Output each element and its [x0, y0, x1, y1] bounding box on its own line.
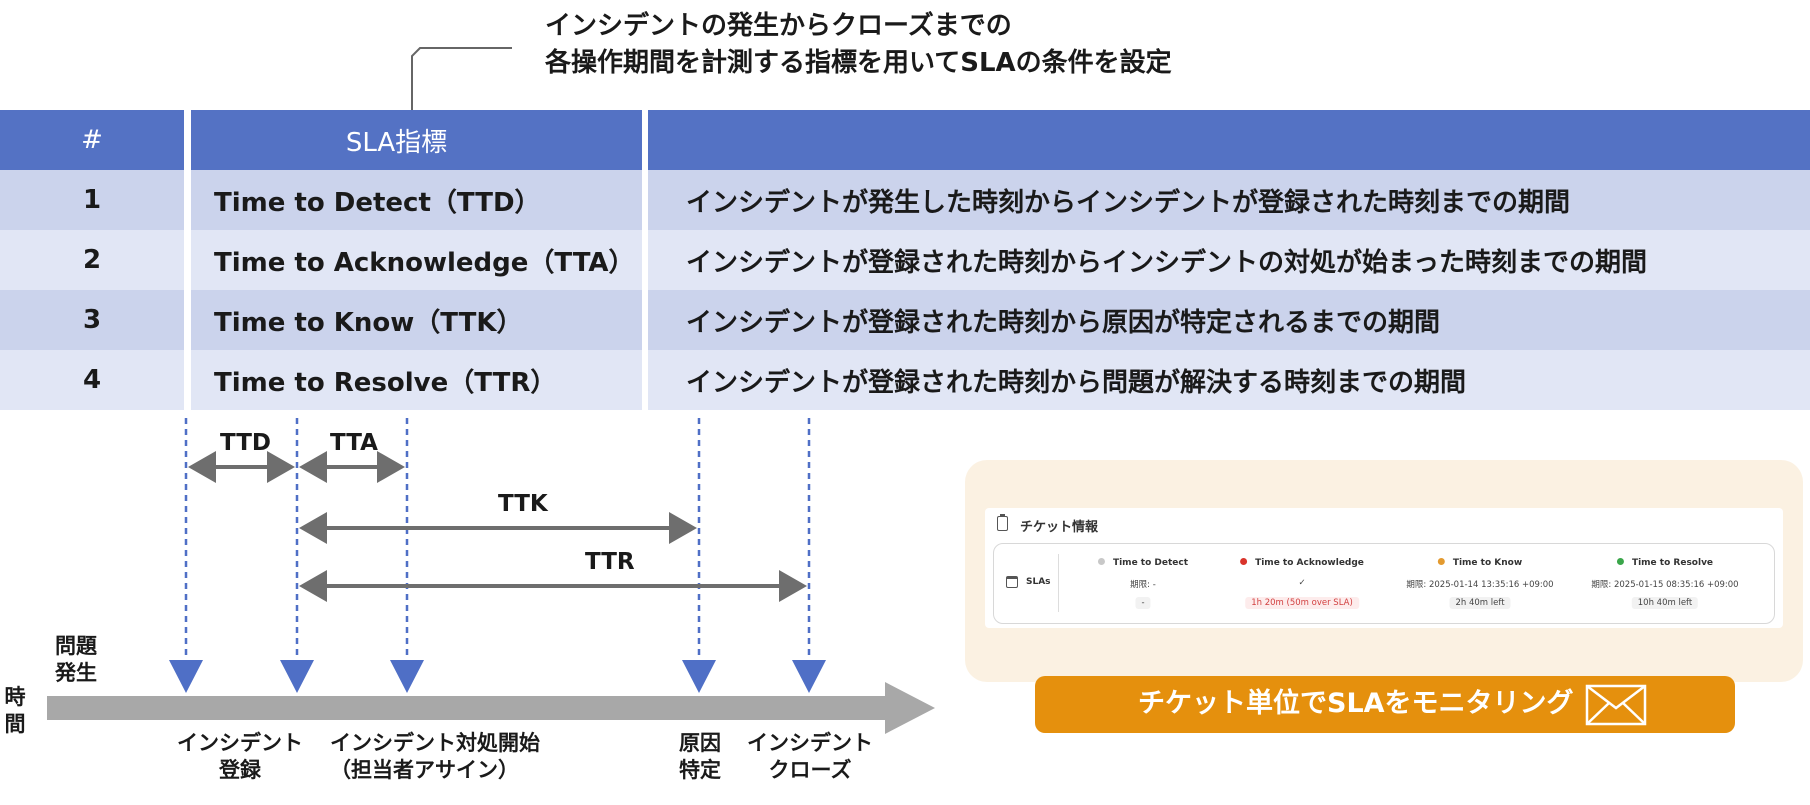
event-marker	[390, 660, 424, 693]
sla-due: 期限: 2025-01-15 08:35:16 +09:00	[1591, 580, 1739, 590]
table-row: 1 Time to Detect（TTD） インシデントが発生した時刻からインシ…	[0, 170, 1810, 230]
calendar-icon	[1006, 576, 1018, 588]
row-name: Time to Detect（TTD）	[191, 170, 642, 230]
sla-status: 2h 40m left	[1449, 597, 1511, 609]
mail-icon	[1585, 684, 1647, 726]
row-desc: インシデントが登録された時刻から問題が解決する時刻までの期間	[648, 350, 1810, 410]
row-desc: インシデントが登録された時刻から原因が特定されるまでの期間	[648, 290, 1810, 350]
sla-column-ttr: Time to Resolve	[1616, 558, 1714, 568]
sla-table: # SLA指標 1 Time to Detect（TTD） インシデントが発生し…	[0, 110, 1810, 410]
slas-label: SLAs	[1026, 577, 1051, 587]
sla-column-name: Time to Detect	[1112, 558, 1189, 568]
callout-text: インシデントの発生からクローズまでの 各操作期間を計測する指標を用いてSLAの条…	[545, 8, 1172, 82]
sla-due: ✓	[1298, 578, 1306, 588]
sla-status: -	[1135, 597, 1151, 609]
event-label-response: インシデント対処開始 （担当者アサイン）	[330, 731, 540, 782]
tta-label: TTA	[330, 430, 378, 456]
row-num: 2	[0, 230, 184, 290]
sla-status: 10h 40m left	[1631, 597, 1699, 609]
row-desc: インシデントが登録された時刻からインシデントの対処が始まった時刻までの期間	[648, 230, 1810, 290]
event-label-occurrence: 問題 発生	[55, 634, 97, 685]
monitoring-banner-label: チケット単位でSLAをモニタリング	[1138, 688, 1574, 719]
table-row: 2 Time to Acknowledge（TTA） インシデントが登録された時…	[0, 230, 1810, 290]
header-description	[648, 110, 1810, 170]
row-num: 1	[0, 170, 184, 230]
ttr-label: TTR	[585, 549, 635, 575]
event-marker	[280, 660, 314, 693]
row-name: Time to Resolve（TTR）	[191, 350, 642, 410]
callout-line-2: 各操作期間を計測する指標を用いてSLAの条件を設定	[545, 48, 1172, 78]
table-row: 3 Time to Know（TTK） インシデントが登録された時刻から原因が特…	[0, 290, 1810, 350]
status-dot	[1097, 558, 1105, 565]
sla-due: 期限: 2025-01-14 13:35:16 +09:00	[1406, 580, 1554, 590]
ttk-label: TTK	[498, 491, 548, 517]
row-num: 3	[0, 290, 184, 350]
clipboard-icon	[997, 514, 1008, 531]
sla-status-overdue: 1h 20m (50m over SLA)	[1245, 597, 1359, 609]
table-row: 4 Time to Resolve（TTR） インシデントが登録された時刻から問…	[0, 350, 1810, 410]
event-marker	[792, 660, 826, 693]
sla-column-tta: Time to Acknowledge	[1240, 558, 1364, 568]
sla-box	[993, 543, 1775, 624]
sla-column-name: Time to Know	[1452, 558, 1523, 568]
event-marker	[169, 660, 203, 693]
status-dot	[1240, 558, 1248, 565]
time-axis-arrow	[47, 682, 935, 734]
callout-line-1: インシデントの発生からクローズまでの	[545, 11, 1012, 41]
sla-column-name: Time to Resolve	[1631, 558, 1714, 568]
status-dot	[1616, 558, 1624, 565]
row-num: 4	[0, 350, 184, 410]
event-label-closed: インシデント クローズ	[747, 731, 873, 782]
time-axis-label: 時間	[4, 685, 26, 736]
table-header-row: # SLA指標	[0, 110, 1810, 170]
header-num: #	[0, 110, 184, 170]
status-dot	[1437, 558, 1445, 565]
ttd-label: TTD	[220, 430, 271, 456]
callout-connector	[411, 47, 512, 110]
sla-column-ttd: Time to Detect	[1097, 558, 1189, 568]
row-name: Time to Know（TTK）	[191, 290, 642, 350]
event-label-registered: インシデント 登録	[177, 731, 303, 782]
sla-box-divider	[1058, 554, 1059, 612]
timeline-diagram	[47, 418, 935, 734]
row-name: Time to Acknowledge（TTA）	[191, 230, 642, 290]
sla-column-name: Time to Acknowledge	[1255, 558, 1364, 568]
event-label-cause: 原因 特定	[679, 731, 721, 782]
sla-due: 期限: -	[1130, 580, 1156, 590]
ticket-card-title: チケット情報	[1020, 520, 1099, 535]
row-desc: インシデントが発生した時刻からインシデントが登録された時刻までの期間	[648, 170, 1810, 230]
event-marker	[682, 660, 716, 693]
sla-column-ttk: Time to Know	[1437, 558, 1523, 568]
header-sla-metric: SLA指標	[191, 110, 642, 170]
